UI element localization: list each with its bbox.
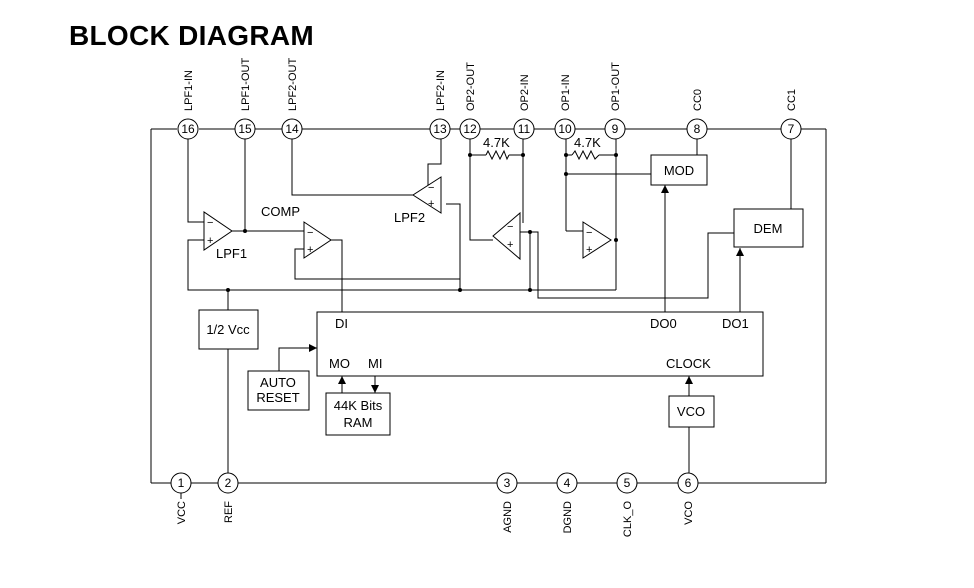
- svg-text:−: −: [307, 227, 313, 239]
- svg-text:−: −: [428, 182, 434, 194]
- pin-9-number: 9: [612, 122, 619, 136]
- amp-comp-label: COMP: [261, 204, 300, 219]
- pin-10: 10 OP1-IN: [554, 74, 576, 140]
- wires: [180, 139, 792, 499]
- svg-text:−: −: [586, 227, 592, 239]
- pin-16-number: 16: [181, 122, 195, 136]
- pin-9-name: OP1-OUT: [610, 62, 622, 111]
- pin-10-number: 10: [558, 122, 572, 136]
- pin-15-number: 15: [238, 122, 252, 136]
- block-mod-label: MOD: [664, 163, 694, 178]
- ram-label-2: RAM: [344, 415, 373, 430]
- core-label-di: DI: [335, 316, 348, 331]
- pin-11: 11 OP2-IN: [513, 74, 535, 140]
- pin-14-name: LPF2-OUT: [287, 58, 299, 111]
- pin-8-number: 8: [694, 122, 701, 136]
- block-vco-label: VCO: [677, 404, 705, 419]
- amp-lpf2-label: LPF2: [394, 210, 425, 225]
- block-auto-reset: AUTO RESET: [247, 370, 310, 411]
- pin-6-number: 6: [685, 476, 692, 490]
- pin-16-name: LPF1-IN: [183, 70, 195, 111]
- block-vco: VCO: [668, 395, 715, 428]
- pin-4-name: DGND: [562, 501, 574, 533]
- pin-7-number: 7: [788, 122, 795, 136]
- pin-3: 3 AGND: [496, 472, 518, 533]
- auto-reset-label-2: RESET: [256, 390, 299, 405]
- pin-6: 6 VCO: [677, 472, 699, 525]
- auto-reset-label-1: AUTO: [260, 375, 296, 390]
- pin-11-name: OP2-IN: [519, 74, 531, 111]
- block-ram: 44K Bits RAM: [325, 392, 391, 436]
- core-label-mo: MO: [329, 356, 350, 371]
- pin-16: 16 LPF1-IN: [177, 70, 199, 140]
- pin-8-name: CC0: [692, 89, 704, 111]
- pin-2-number: 2: [225, 476, 232, 490]
- core-block: DI DO0 DO1 MO MI CLOCK: [316, 311, 764, 377]
- pin-5: 5 CLK_O: [616, 472, 638, 538]
- pin-3-name: AGND: [502, 501, 514, 533]
- pin-7-name: CC1: [786, 89, 798, 111]
- pin-15: 15 LPF1-OUT: [234, 58, 256, 140]
- pin-15-name: LPF1-OUT: [240, 58, 252, 111]
- core-label-do0: DO0: [650, 316, 677, 331]
- pin-9: 9 OP1-OUT: [604, 62, 626, 140]
- pin-8: 8 CC0: [686, 89, 708, 140]
- core-label-mi: MI: [368, 356, 382, 371]
- pin-2: 2 REF: [217, 472, 239, 523]
- amp-lpf2: − + LPF2: [394, 176, 442, 225]
- amp-op2: − +: [492, 211, 521, 261]
- amp-lpf1-label: LPF1: [216, 246, 247, 261]
- resistor-r1: 4.7K: [483, 135, 510, 161]
- svg-text:+: +: [586, 244, 592, 256]
- pin-6-name: VCO: [683, 501, 695, 525]
- pin-14: 14 LPF2-OUT: [281, 58, 303, 140]
- junction-dots: [226, 153, 618, 292]
- pin-13: 13 LPF2-IN: [429, 70, 451, 140]
- pin-14-number: 14: [285, 122, 299, 136]
- pin-10-name: OP1-IN: [560, 74, 572, 111]
- block-dem: DEM: [733, 208, 804, 248]
- pin-5-name: CLK_O: [622, 501, 634, 538]
- diagram-title: BLOCK DIAGRAM: [69, 20, 314, 51]
- ram-label-1: 44K Bits: [334, 398, 383, 413]
- core-label-do1: DO1: [722, 316, 749, 331]
- pin-3-number: 3: [504, 476, 511, 490]
- package-outline: [150, 128, 827, 484]
- pin-7: 7 CC1: [780, 89, 802, 140]
- svg-text:+: +: [507, 239, 513, 251]
- pin-13-name: LPF2-IN: [435, 70, 447, 111]
- pin-4-number: 4: [564, 476, 571, 490]
- pin-11-number: 11: [518, 122, 531, 136]
- resistor-r2-label: 4.7K: [574, 135, 601, 150]
- resistor-r1-label: 4.7K: [483, 135, 510, 150]
- pin-12: 12 OP2-OUT: [459, 62, 481, 140]
- block-dem-label: DEM: [754, 221, 783, 236]
- pin-5-number: 5: [624, 476, 631, 490]
- pin-1-number: 1: [178, 476, 185, 490]
- pin-13-number: 13: [433, 122, 447, 136]
- block-half-vcc-label: 1/2 Vcc: [206, 322, 250, 337]
- svg-text:−: −: [207, 217, 213, 229]
- svg-text:+: +: [307, 244, 313, 256]
- arrowheads: [309, 185, 744, 393]
- amp-comp: − + COMP: [261, 204, 332, 259]
- pin-4: 4 DGND: [556, 472, 578, 533]
- amp-lpf1: − + LPF1: [203, 211, 247, 261]
- amp-op1: − +: [582, 221, 612, 259]
- pin-2-name: REF: [223, 501, 235, 523]
- pin-1-name: VCC: [176, 501, 188, 524]
- core-label-clock: CLOCK: [666, 356, 711, 371]
- block-mod: MOD: [650, 154, 708, 186]
- block-half-vcc: 1/2 Vcc: [198, 309, 259, 350]
- svg-text:+: +: [207, 235, 213, 247]
- pin-1: 1 VCC: [170, 472, 192, 524]
- pin-12-number: 12: [463, 122, 477, 136]
- svg-text:+: +: [428, 198, 434, 210]
- svg-text:−: −: [507, 221, 513, 233]
- resistor-r2: 4.7K: [571, 135, 601, 161]
- pin-12-name: OP2-OUT: [465, 62, 477, 111]
